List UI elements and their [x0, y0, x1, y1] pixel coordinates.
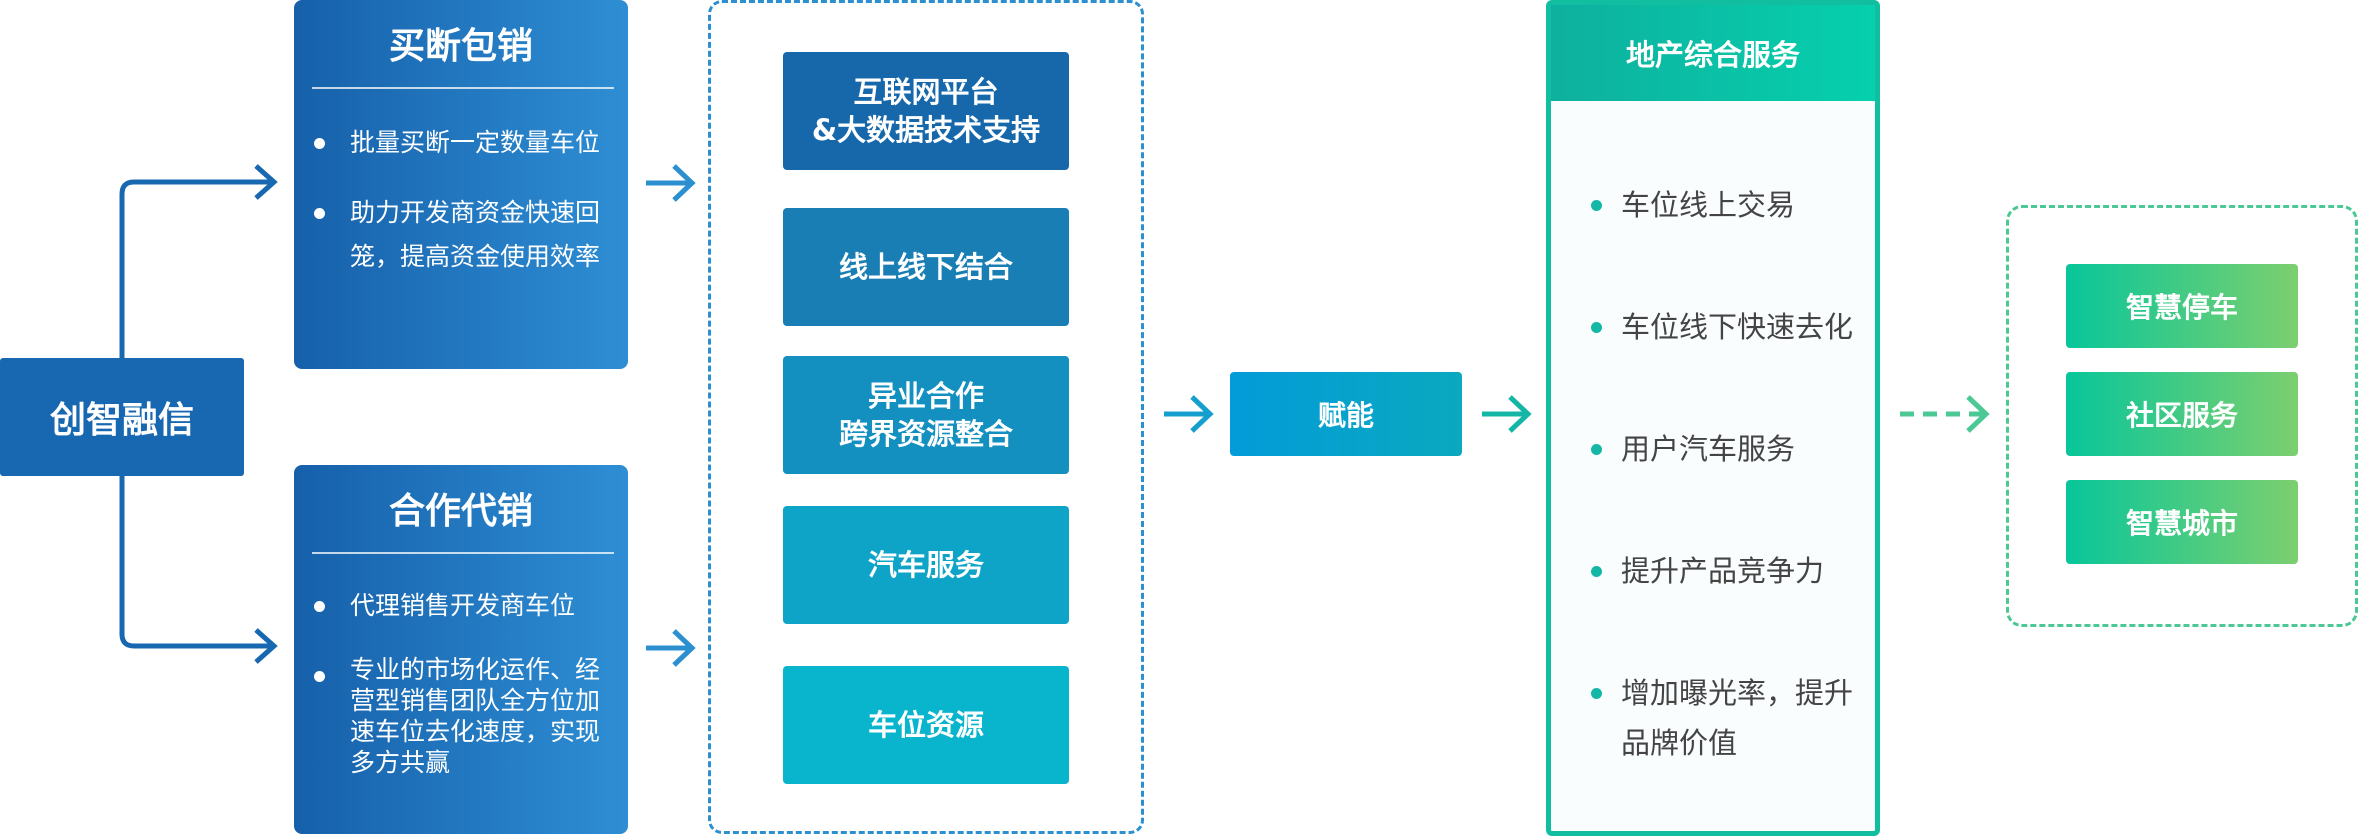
outcome-box: 智慧城市 [2066, 480, 2298, 564]
list-item: 批量买断一定数量车位 [294, 121, 628, 165]
list-item: 专业的市场化运作、经营型销售团队全方位加速车位去化速度，实现多方共赢 [294, 654, 628, 778]
list-item: 车位线下快速去化 [1591, 302, 1861, 352]
root-node: 创智融信 [0, 358, 244, 476]
agency-card: 合作代销 代理销售开发商车位 专业的市场化运作、经营型销售团队全方位加速车位去化… [294, 465, 628, 834]
dashed-arrow-icon [1900, 395, 1990, 433]
capability-box: 汽车服务 [783, 506, 1069, 624]
arrow-icon [646, 164, 696, 202]
buyout-card: 买断包销 批量买断一定数量车位 助力开发商资金快速回笼，提高资金使用效率 [294, 0, 628, 369]
capability-box: 线上线下结合 [783, 208, 1069, 326]
buyout-divider [312, 87, 614, 89]
branch-arrowhead-top [254, 164, 278, 200]
estate-title: 地产综合服务 [1551, 5, 1875, 101]
capability-box: 互联网平台 &大数据技术支持 [783, 52, 1069, 170]
capability-line: 异业合作 [867, 379, 984, 413]
capability-line: 汽车服务 [867, 548, 984, 582]
branch-arrowhead-bottom [254, 628, 278, 664]
list-item: 增加曝光率，提升品牌价值 [1591, 668, 1861, 768]
capability-box: 车位资源 [783, 666, 1069, 784]
outcome-box: 社区服务 [2066, 372, 2298, 456]
capability-line: 互联网平台 [853, 75, 999, 109]
buyout-title: 买断包销 [388, 26, 533, 67]
list-item: 提升产品竞争力 [1591, 546, 1861, 596]
outcome-group [2006, 205, 2358, 627]
list-item: 用户汽车服务 [1591, 424, 1861, 474]
agency-title: 合作代销 [388, 491, 533, 532]
capability-group [708, 0, 1144, 834]
capability-line: 跨界资源整合 [838, 417, 1013, 451]
list-item: 代理销售开发商车位 [294, 584, 628, 628]
estate-panel: 地产综合服务 车位线上交易 车位线下快速去化 用户汽车服务 提升产品竞争力 增加… [1546, 0, 1880, 836]
capability-line: &大数据技术支持 [811, 113, 1041, 147]
agency-list: 代理销售开发商车位 专业的市场化运作、经营型销售团队全方位加速车位去化速度，实现… [294, 584, 628, 778]
outcome-box: 智慧停车 [2066, 264, 2298, 348]
list-item: 助力开发商资金快速回笼，提高资金使用效率 [294, 191, 628, 279]
capability-box: 异业合作 跨界资源整合 [783, 356, 1069, 474]
branch-connector-top [119, 179, 270, 358]
root-label: 创智融信 [49, 400, 194, 441]
capability-line: 线上线下结合 [838, 250, 1013, 284]
branch-connector-bottom [119, 476, 270, 649]
list-item: 车位线上交易 [1591, 180, 1861, 230]
capability-line: 车位资源 [867, 708, 984, 742]
agency-divider [312, 552, 614, 554]
arrow-icon [1164, 395, 1214, 433]
empower-label: 赋能 [1317, 399, 1374, 432]
empower-node: 赋能 [1230, 372, 1462, 456]
buyout-list: 批量买断一定数量车位 助力开发商资金快速回笼，提高资金使用效率 [294, 121, 628, 279]
arrow-icon [646, 629, 696, 667]
arrow-icon [1482, 395, 1532, 433]
